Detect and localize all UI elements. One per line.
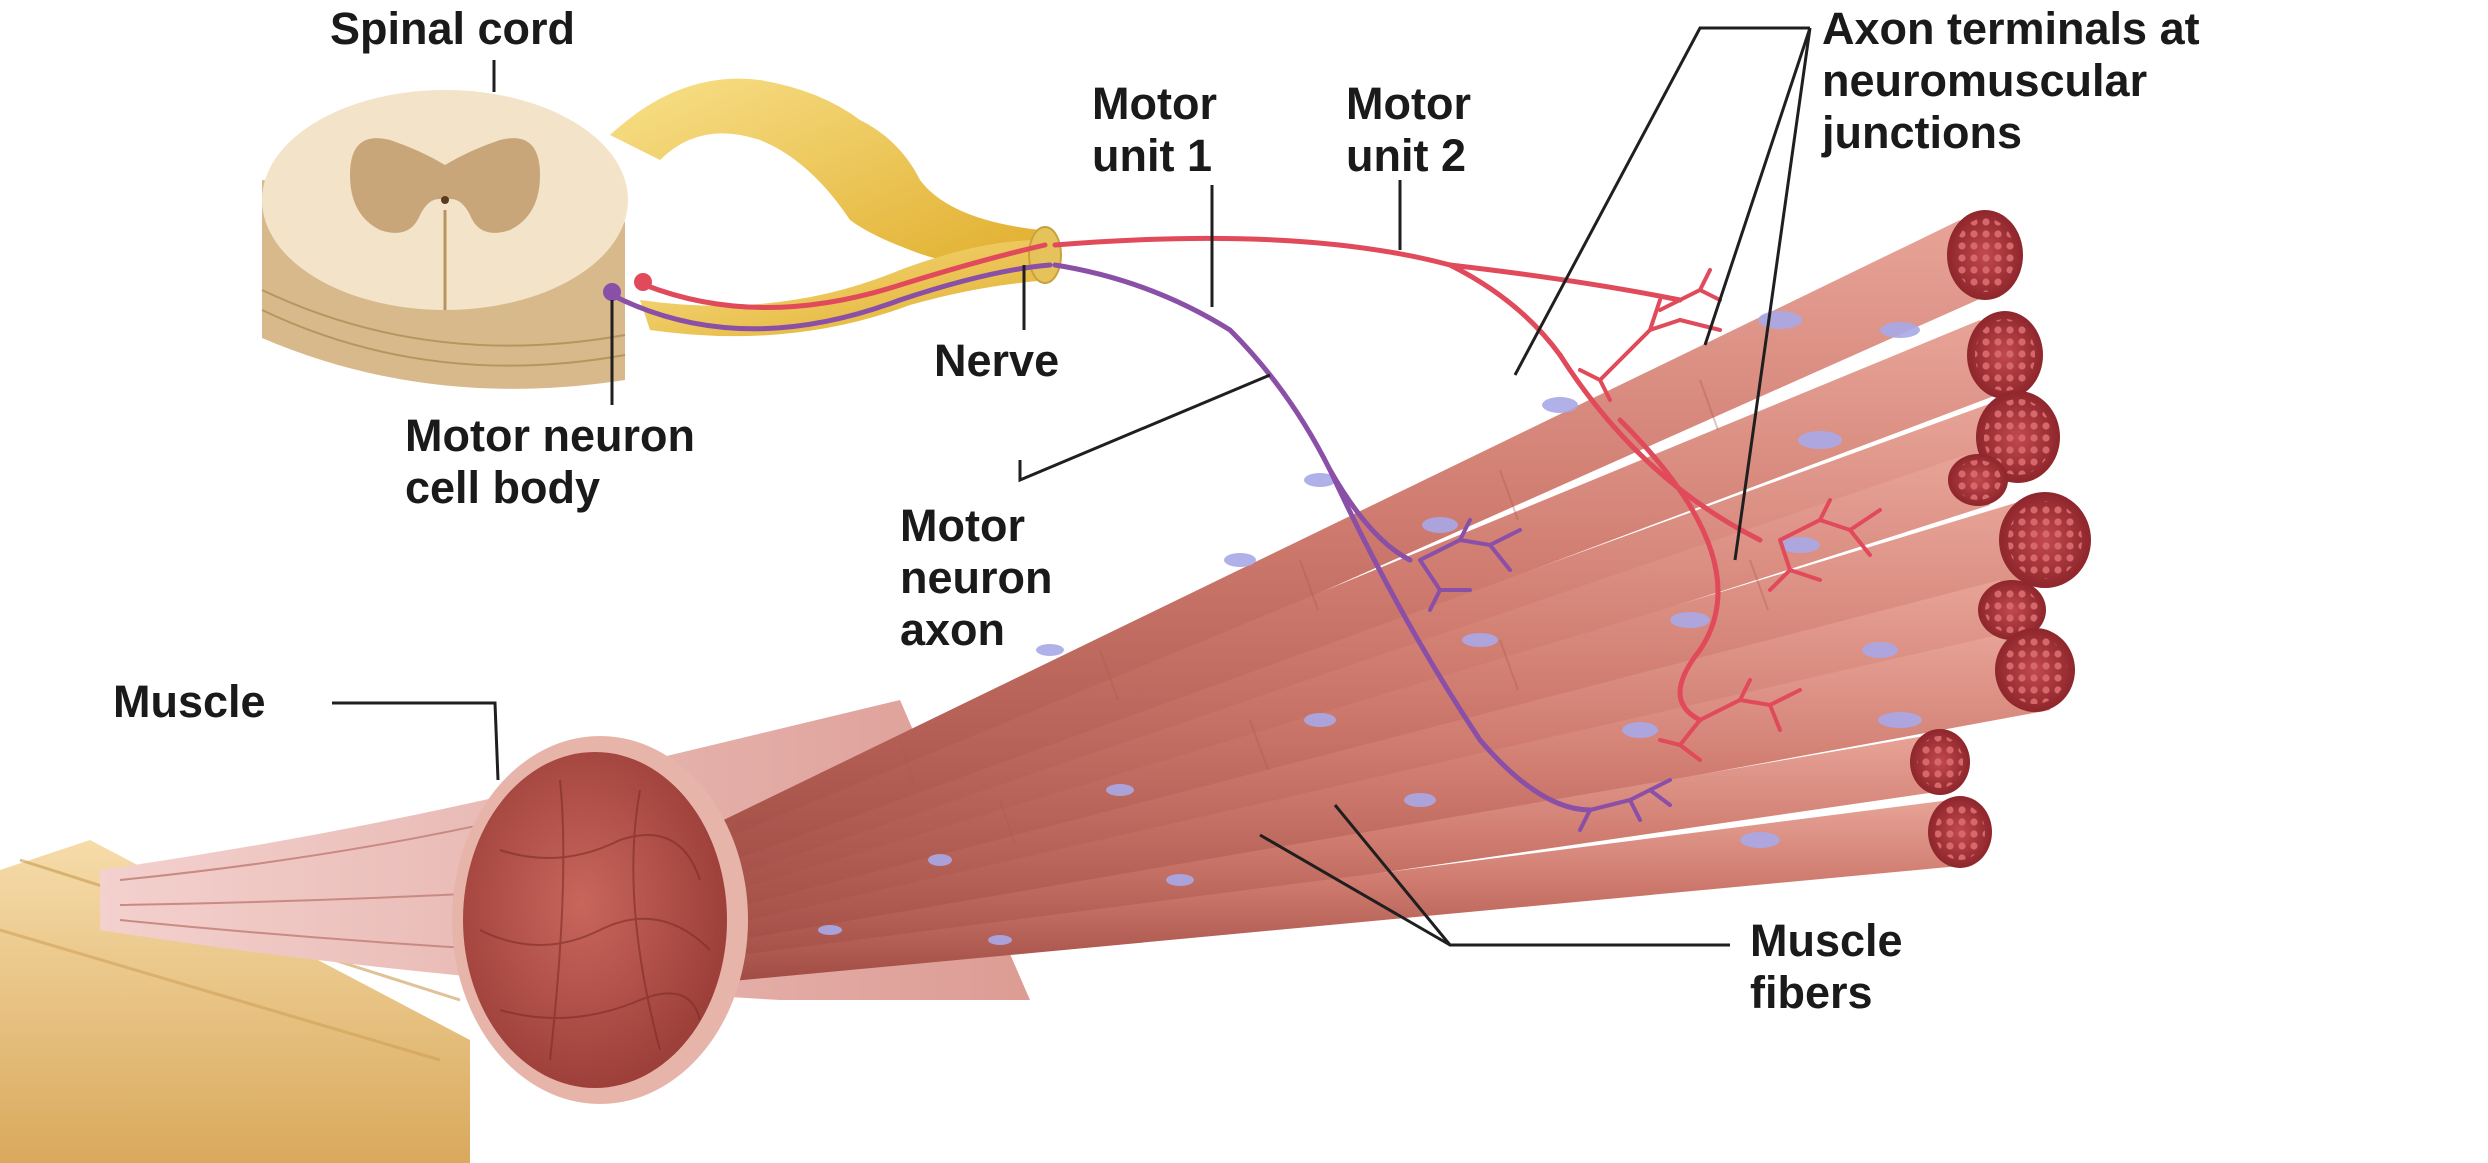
muscle-label: Muscle [113, 676, 266, 728]
motor-unit-1-label-line-1: Motor [1092, 78, 1217, 130]
motor-unit-1-label: Motor unit 1 [1092, 78, 1217, 182]
motor-neuron-axon-label-line-2: neuron [900, 552, 1053, 604]
axon-terminals-label: Axon terminals at neuromuscular junction… [1822, 3, 2200, 159]
motor-unit-2-label-line-1: Motor [1346, 78, 1471, 130]
axon-terminals-label-line-2: neuromuscular [1822, 55, 2200, 107]
muscle-cross-section [452, 736, 748, 1104]
nerve-label: Nerve [934, 335, 1059, 387]
motor-neuron-axon-label-line-1: Motor [900, 500, 1053, 552]
axon-terminals-label-line-3: junctions [1822, 107, 2200, 159]
muscle-fibers-label-line-1: Muscle [1750, 915, 1903, 967]
muscle-fibers-label-line-2: fibers [1750, 967, 1903, 1019]
motor-unit-2-label: Motor unit 2 [1346, 78, 1471, 182]
muscle-fibers [600, 220, 2060, 985]
spinal-cord [262, 90, 628, 389]
muscle-fibers-label: Muscle fibers [1750, 915, 1903, 1019]
axon-terminals-label-line-1: Axon terminals at [1822, 3, 2200, 55]
spinal-cord-label: Spinal cord [330, 3, 575, 55]
cell-body-label-line-1: Motor neuron [405, 410, 695, 462]
motor-unit-2-label-line-2: unit 2 [1346, 130, 1471, 182]
motor-neuron-axon-label-line-3: axon [900, 604, 1053, 656]
motor-unit-1-label-line-2: unit 1 [1092, 130, 1217, 182]
motor-neuron-axon-label: Motor neuron axon [900, 500, 1053, 656]
cell-body-label: Motor neuron cell body [405, 410, 695, 514]
cell-body-label-line-2: cell body [405, 462, 695, 514]
